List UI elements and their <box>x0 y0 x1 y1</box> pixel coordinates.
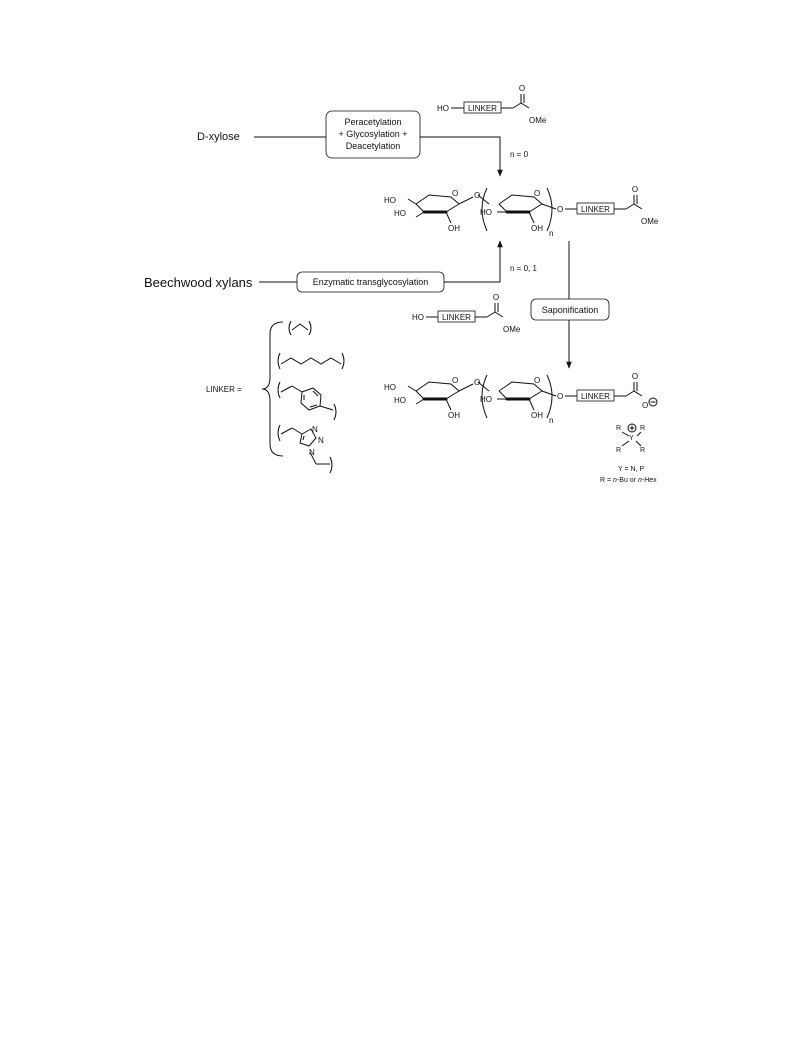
svg-text:HO: HO <box>394 396 406 405</box>
svg-text:HO: HO <box>384 196 396 205</box>
middle-reagent: HO LINKER O OMe <box>412 293 521 334</box>
svg-text:HO: HO <box>437 104 449 113</box>
step1-line2: + Glycosylation + <box>338 129 407 139</box>
svg-text:R = n-Bu or n-Hex: R = n-Bu or n-Hex <box>600 477 657 484</box>
svg-text:N: N <box>318 436 324 445</box>
svg-text:LINKER: LINKER <box>581 392 610 401</box>
svg-text:N: N <box>312 425 318 434</box>
svg-text:LINKER: LINKER <box>468 104 497 113</box>
svg-text:O: O <box>534 376 540 385</box>
svg-text:O: O <box>452 189 458 198</box>
linker-option-2 <box>277 352 345 370</box>
svg-text:O: O <box>534 189 540 198</box>
svg-text:HO: HO <box>384 383 396 392</box>
linker-brace <box>261 321 284 457</box>
linker-option-3 <box>277 381 337 421</box>
linker-option-1 <box>288 320 312 336</box>
svg-text:O: O <box>632 372 638 381</box>
svg-text:O: O <box>519 84 525 93</box>
step2-arrow <box>444 240 503 283</box>
svg-text:Y = N, P: Y = N, P <box>618 466 644 473</box>
svg-text:R: R <box>640 447 645 454</box>
svg-text:O: O <box>493 293 499 302</box>
svg-text:O: O <box>474 191 480 200</box>
svg-text:OH: OH <box>448 411 460 420</box>
step3-box <box>530 298 610 321</box>
svg-text:OH: OH <box>531 411 543 420</box>
linker-def-label: LINKER = <box>206 385 242 394</box>
svg-text:LINKER: LINKER <box>442 313 471 322</box>
svg-text:OMe: OMe <box>529 116 547 125</box>
svg-text:O: O <box>452 376 458 385</box>
svg-text:HO: HO <box>412 313 424 322</box>
cation: R R Y R R Y = N, P R = n-Bu or n-Hex <box>600 423 657 484</box>
svg-text:Y: Y <box>629 435 634 442</box>
svg-text:N: N <box>309 448 315 457</box>
d-xylose-label: D-xylose <box>197 131 240 143</box>
step2-label: Enzymatic transglycosylation <box>313 277 429 287</box>
beechwood-label: Beechwood xylans <box>144 275 253 290</box>
condition-n01: n = 0, 1 <box>510 264 537 273</box>
svg-text:HO: HO <box>480 395 492 404</box>
svg-text:R: R <box>616 447 621 454</box>
condition-n0: n = 0 <box>510 150 529 159</box>
svg-text:O: O <box>632 185 638 194</box>
product-ester: HO HO OH O O HO OH O n O LINKER O OMe <box>384 185 659 238</box>
step1-box <box>325 110 421 159</box>
step3-label: Saponification <box>542 305 599 315</box>
step1-arrow <box>420 136 503 177</box>
svg-text:HO: HO <box>480 208 492 217</box>
top-reagent: HO LINKER O OMe <box>437 84 547 125</box>
svg-text:R: R <box>640 425 645 432</box>
svg-text:HO: HO <box>394 209 406 218</box>
svg-text:n: n <box>549 229 553 238</box>
svg-text:n: n <box>549 416 553 425</box>
svg-text:O: O <box>642 401 648 410</box>
product-salt: HO HO OH O O HO OH O n O LINKER O O <box>384 372 658 425</box>
svg-text:O: O <box>474 378 480 387</box>
svg-text:OMe: OMe <box>503 325 521 334</box>
svg-text:OH: OH <box>448 224 460 233</box>
svg-text:R: R <box>616 425 621 432</box>
svg-text:LINKER: LINKER <box>581 205 610 214</box>
svg-text:OMe: OMe <box>641 217 659 226</box>
step1-line3: Deacetylation <box>346 141 401 151</box>
svg-text:O: O <box>557 205 563 214</box>
step1-line1: Peracetylation <box>344 117 401 127</box>
svg-text:O: O <box>557 392 563 401</box>
svg-text:OH: OH <box>531 224 543 233</box>
linker-option-4: N N N <box>277 424 333 474</box>
